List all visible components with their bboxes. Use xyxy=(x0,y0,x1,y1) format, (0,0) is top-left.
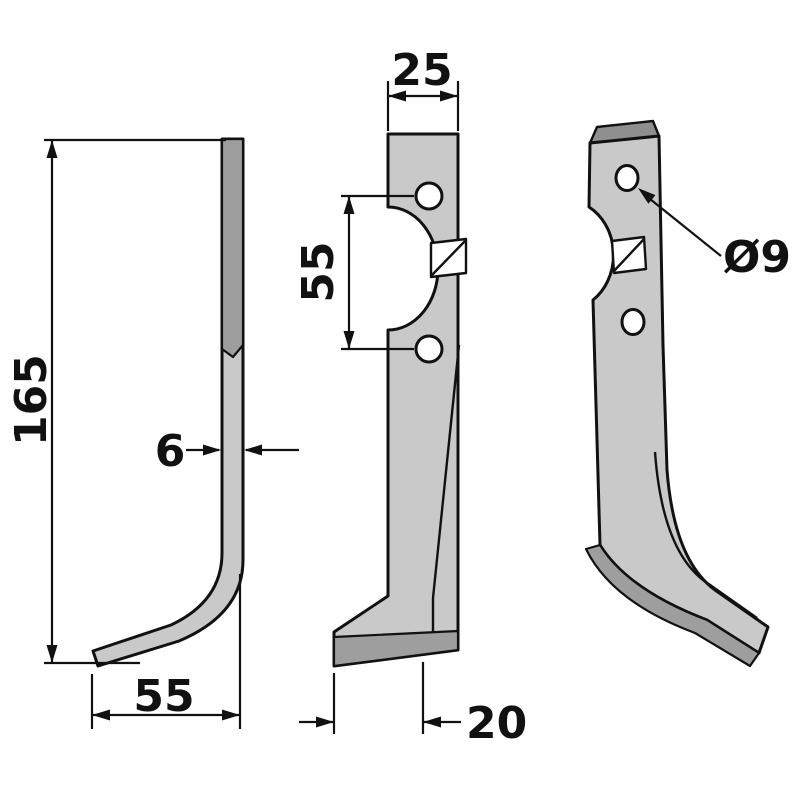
arrowhead-up-icon xyxy=(46,140,58,158)
arrowhead-left-icon xyxy=(244,444,262,456)
arrowhead-right-icon xyxy=(203,444,221,456)
blade-bevel-line xyxy=(431,344,461,633)
blade-fold-crease xyxy=(653,451,758,619)
arrowhead-down-icon xyxy=(343,331,355,349)
dim-foot-length: 55 xyxy=(90,574,242,729)
arrowhead-upleft-icon xyxy=(638,188,656,204)
foot-offset-label: 20 xyxy=(466,698,527,749)
hole-diameter-label: Ø9 xyxy=(723,232,791,283)
front-view: 25 55 20 xyxy=(293,45,527,749)
blade-side-profile xyxy=(91,137,245,668)
mounting-hole-bottom-3d xyxy=(620,308,646,336)
side-view: 165 6 55 xyxy=(6,137,299,729)
dim-hole-spacing: 55 xyxy=(293,194,414,351)
surface-mark-diagonal xyxy=(431,240,466,276)
hole-spacing-label: 55 xyxy=(293,241,344,302)
arrowhead-up-icon xyxy=(343,196,355,214)
mounting-hole-bottom xyxy=(414,334,444,364)
blade-shank-shading xyxy=(220,137,245,359)
arrowhead-right-icon xyxy=(440,90,458,102)
top-width-label: 25 xyxy=(391,45,452,96)
arrowhead-left-icon xyxy=(423,716,441,728)
surface-mark-diagonal-3d xyxy=(613,238,645,272)
arrowhead-left-icon xyxy=(388,90,406,102)
blade-front-outline xyxy=(332,132,460,668)
dim-blade-thickness: 6 xyxy=(155,426,299,477)
arrowhead-right-icon xyxy=(222,709,240,721)
dim-foot-offset: 20 xyxy=(299,662,527,749)
dim-overall-height: 165 xyxy=(6,138,226,665)
perspective-view: Ø9 xyxy=(584,119,791,668)
mounting-hole-top xyxy=(414,181,444,211)
overall-height-label: 165 xyxy=(6,354,57,446)
leader-line xyxy=(649,198,722,257)
dim-top-width: 25 xyxy=(386,45,460,131)
foot-length-label: 55 xyxy=(133,671,194,722)
arrowhead-down-icon xyxy=(46,645,58,663)
blade-underside-shading xyxy=(584,543,761,668)
arrowhead-right-icon xyxy=(316,716,334,728)
dim-hole-diameter: Ø9 xyxy=(638,188,791,283)
mounting-hole-top-3d xyxy=(614,164,640,192)
blade-thickness-label: 6 xyxy=(155,426,186,477)
blade-tip-edge-shading xyxy=(332,629,460,668)
arrowhead-left-icon xyxy=(92,709,110,721)
